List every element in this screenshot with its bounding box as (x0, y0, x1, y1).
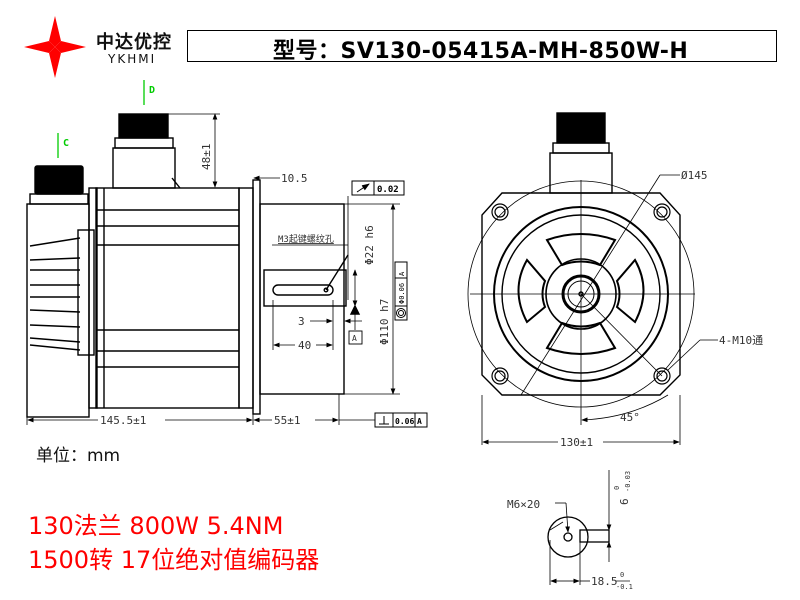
brand-logo-icon (24, 16, 86, 78)
side-view: D C (26, 80, 428, 428)
dim-key-length: 40 (298, 339, 311, 352)
model-title: 型号：SV130-05415A-MH-850W-H (273, 39, 689, 64)
dim-flange-width: 130±1 (560, 436, 593, 449)
thread-label: M6×20 (507, 498, 540, 511)
dim-pcd: Ø145 (681, 169, 708, 182)
key-width: 6 (618, 498, 631, 505)
spec-line-1: 130法兰 800W 5.4NM (28, 512, 284, 540)
brand-name-cn: 中达优控 (96, 32, 172, 53)
dim-shaft-length: 55±1 (274, 414, 301, 427)
dim-shaft-diameter: Φ22 h6 (363, 225, 376, 265)
key-depth: 18.5 (591, 575, 618, 588)
dim-connector-height: 48±1 (200, 144, 213, 171)
shaft-detail (547, 470, 612, 585)
perpendicularity-tolerance: 0.06 (395, 417, 414, 426)
tapped-hole-label: M3起键螺纹孔 (278, 233, 334, 245)
key-width-tol-upper: 0 (613, 486, 621, 490)
connector-label-c: C (63, 138, 69, 149)
runout-tolerance: 0.02 (377, 185, 399, 195)
dim-spigot-diameter: Φ110 h7 (378, 299, 391, 345)
dim-body-length: 145.5±1 (100, 414, 146, 427)
concentricity-datum: A (398, 271, 406, 276)
datum-label: A (352, 334, 357, 343)
spec-line-2: 1500转 17位绝对值编码器 (28, 546, 320, 574)
key-depth-tol-upper: 0 (620, 571, 624, 579)
concentricity-tolerance: Φ0.06 (398, 283, 406, 304)
perpendicularity-datum: A (417, 417, 422, 426)
mount-holes-label: 4-M10通 (719, 334, 763, 347)
brand-name-en: YKHMI (108, 52, 157, 66)
front-view (467, 112, 718, 445)
model-title-box: 型号：SV130-05415A-MH-850W-H (187, 30, 777, 64)
key-depth-tol-lower: -0.1 (616, 583, 633, 591)
unit-label: 单位：mm (36, 446, 121, 466)
connector-label-d: D (149, 85, 155, 96)
key-width-tol-lower: -0.03 (624, 471, 632, 492)
dim-key-offset: 3 (298, 315, 305, 328)
dim-flange-thickness: 10.5 (281, 172, 308, 185)
dim-angle: 45° (620, 411, 640, 424)
